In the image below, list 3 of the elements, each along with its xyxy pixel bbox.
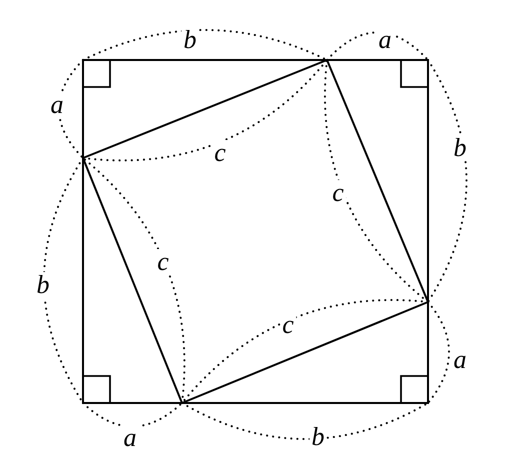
side-label: a xyxy=(48,92,66,118)
side-label: c xyxy=(155,249,171,275)
side-label: b xyxy=(34,272,52,298)
